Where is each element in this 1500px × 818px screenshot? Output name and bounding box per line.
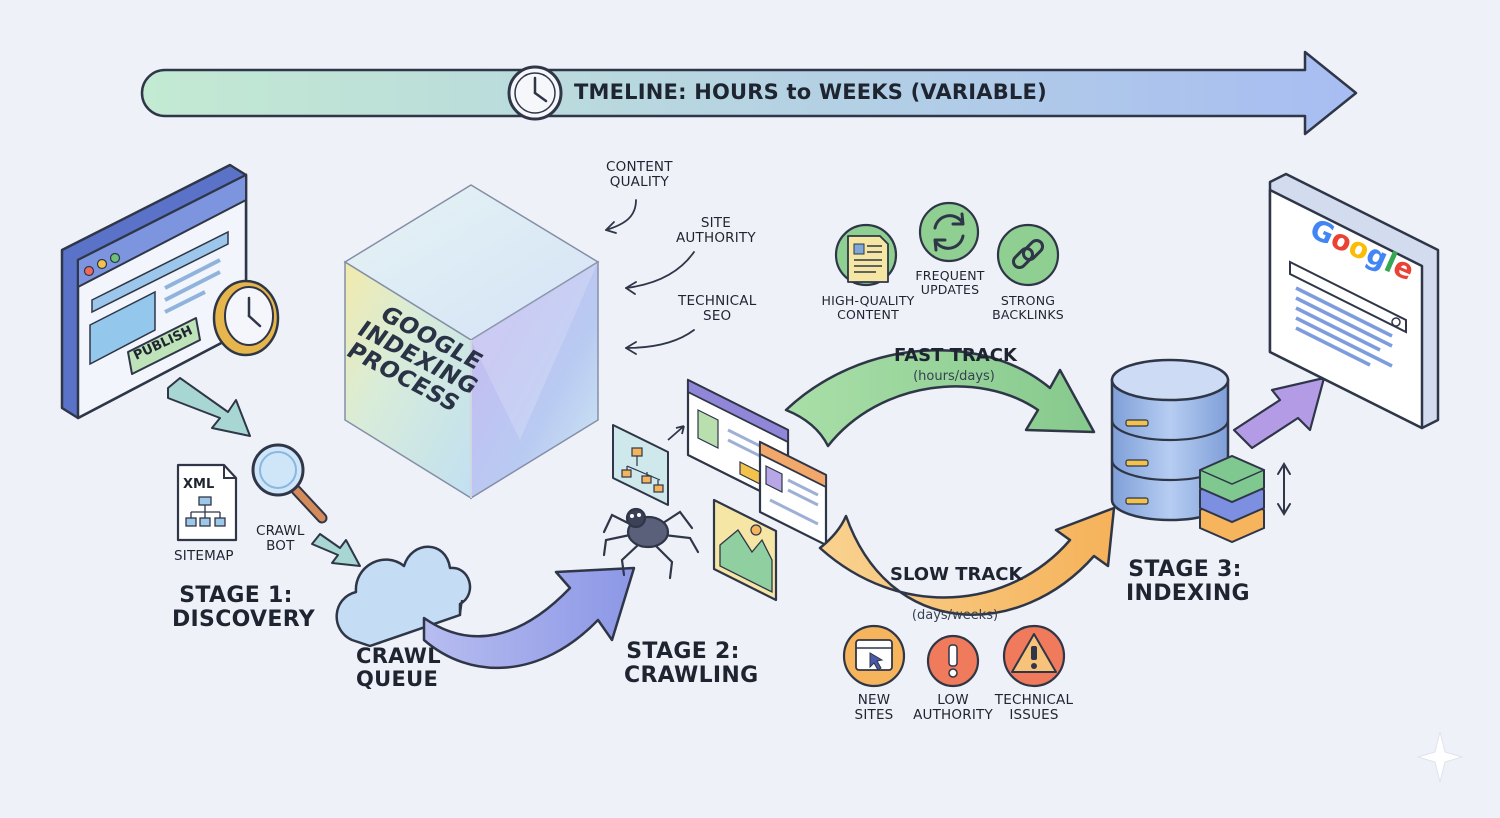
stage2-title-line2: CRAWLING — [624, 662, 759, 688]
stage2-title: STAGE 2: CRAWLING — [624, 639, 759, 688]
stage3-title-line1: STAGE 3: — [1128, 557, 1242, 582]
stage3-title: STAGE 3: INDEXING — [1126, 557, 1250, 606]
crawl-bot-magnifier-icon — [251, 443, 328, 524]
webpage-card-orange — [758, 440, 828, 547]
factor-line1: TECHNICAL — [678, 293, 757, 309]
discovery-arrow — [167, 377, 251, 437]
crawl-bot-label: CRAWL BOT — [256, 524, 305, 553]
stage1-title-line2: DISCOVERY — [172, 606, 315, 632]
publish-browser-window — [60, 163, 248, 420]
fast-factor-label-0: HIGH-QUALITY CONTENT — [820, 294, 916, 321]
slow-track-subtitle: (days/weeks) — [911, 608, 999, 623]
slow-factor-line1: LOW — [937, 692, 969, 708]
stage3-title-line2: INDEXING — [1126, 580, 1250, 606]
slow-factor-line2: AUTHORITY — [913, 706, 993, 723]
timeline-label: TMELINE: HOURS to WEEKS (VARIABLE) — [574, 80, 1047, 104]
fast-factor-line2: UPDATES — [920, 281, 980, 297]
crawl-queue-line1: CRAWL — [356, 644, 441, 668]
fast-factor-line1: FREQUENT — [915, 268, 985, 283]
sitemap-label: SITEMAP — [174, 548, 234, 564]
publish-button: PUBLISH — [127, 317, 201, 375]
slow-factor-label-1: LOW AUTHORITY — [910, 693, 996, 722]
factor-line2: QUALITY — [609, 173, 669, 190]
stopwatch-icon — [212, 279, 280, 357]
slow-factor-line2: SITES — [854, 706, 894, 723]
sitemap-file-icon: XML — [176, 463, 238, 542]
fast-track-title: FAST TRACK — [894, 345, 1017, 366]
index-blocks-icon — [1199, 454, 1265, 544]
slow-factor-line1: TECHNICAL — [994, 692, 1074, 708]
crawl-bot-line2: BOT — [266, 537, 295, 554]
crawl-queue-cloud-icon — [335, 545, 472, 648]
factor-line1: CONTENT — [606, 159, 673, 175]
slow-factor-label-2: TECHNICAL ISSUES — [990, 693, 1078, 722]
sparkle-icon — [1416, 731, 1464, 783]
factor-arrows — [605, 199, 695, 355]
slow-factor-line2: ISSUES — [1009, 706, 1059, 723]
fast-factor-line2: BACKLINKS — [992, 306, 1064, 322]
slow-factor-icon-0 — [842, 624, 906, 688]
index-to-search-arrow — [1232, 376, 1326, 450]
fast-factor-line1: STRONG — [1000, 293, 1056, 308]
slow-factor-icon-2 — [1002, 624, 1066, 688]
spider-bot-icon — [602, 507, 700, 580]
fast-factor-line2: CONTENT — [837, 306, 899, 322]
clock-icon — [507, 65, 563, 121]
factor-technical-seo: TECHNICAL SEO — [678, 294, 756, 323]
up-down-arrow-icon — [1277, 462, 1291, 516]
search-results-window: Google — [1268, 172, 1440, 430]
fast-factor-label-2: STRONG BACKLINKS — [988, 294, 1068, 321]
factor-content-quality: CONTENT QUALITY — [606, 160, 673, 189]
fast-track-subtitle: (hours/days) — [913, 369, 995, 384]
factor-line2: AUTHORITY — [676, 229, 756, 246]
crawl-bot-line1: CRAWL — [256, 523, 305, 539]
factor-line2: SEO — [703, 307, 732, 324]
crawl-queue-arrow — [422, 566, 636, 670]
fast-factor-icon-2 — [996, 223, 1060, 287]
xml-badge: XML — [183, 477, 214, 492]
google-indexing-cube — [343, 184, 600, 500]
fast-track-arrow — [784, 349, 1096, 448]
slow-track-arrow — [818, 506, 1116, 616]
crawl-queue-label: CRAWL QUEUE — [356, 644, 441, 691]
crawl-bot-arrow — [311, 533, 361, 567]
timeline-arrow — [140, 50, 1358, 136]
image-card — [712, 498, 778, 602]
crawl-queue-line2: QUEUE — [356, 666, 439, 691]
factor-line1: SITE — [700, 215, 731, 231]
stage2-title-line1: STAGE 2: — [626, 639, 740, 664]
slow-factor-icon-1 — [926, 634, 980, 688]
fast-factor-label-1: FREQUENT UPDATES — [910, 269, 990, 296]
stage1-title-line1: STAGE 1: — [179, 583, 293, 608]
sitemap-diagram-card — [612, 424, 685, 506]
slow-track-title: SLOW TRACK — [890, 564, 1023, 585]
fast-factor-line1: HIGH-QUALITY — [821, 293, 915, 308]
factor-site-authority: SITE AUTHORITY — [676, 216, 756, 245]
fast-factor-icon-0 — [834, 223, 898, 287]
stage1-title: STAGE 1: DISCOVERY — [172, 583, 315, 632]
slow-factor-label-0: NEW SITES — [844, 693, 904, 722]
fast-factor-icon-1 — [918, 201, 980, 263]
slow-factor-line1: NEW — [857, 692, 891, 708]
